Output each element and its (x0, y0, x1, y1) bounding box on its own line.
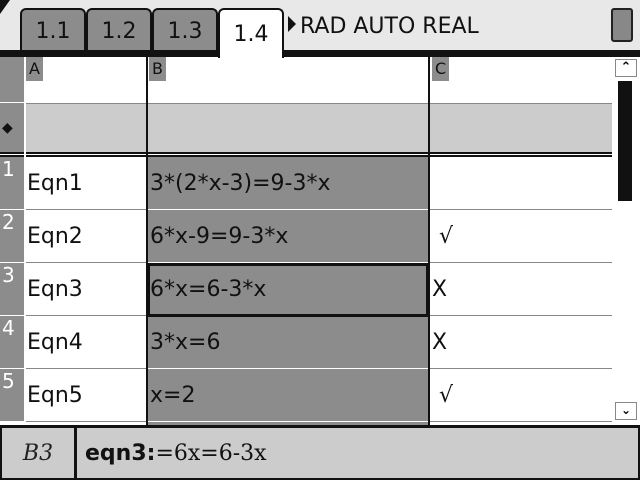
row-number[interactable]: 1 (0, 157, 24, 210)
mode-status: RAD AUTO REAL (300, 14, 479, 39)
cell-b2[interactable]: 6*x-9=9-3*x (147, 210, 429, 263)
cell-b4[interactable]: 3*x=6 (147, 316, 429, 369)
cell-a4[interactable]: Eqn4 (24, 316, 147, 369)
tab-1-3[interactable]: 1.3 (152, 8, 218, 52)
cell-a2[interactable]: Eqn2 (24, 210, 147, 263)
cell-a5[interactable]: Eqn5 (24, 369, 147, 422)
cell-c4[interactable]: X (429, 316, 612, 369)
column-header-c[interactable]: C (432, 57, 450, 81)
pointer-cursor-icon (0, 0, 10, 14)
formula-row-marker: ◆ (0, 103, 24, 153)
row-number[interactable]: 4 (0, 316, 24, 369)
cell-a1[interactable]: Eqn1 (24, 157, 147, 210)
divider (0, 50, 640, 57)
scrollbar[interactable]: ⌃ ⌄ (612, 57, 640, 425)
row-number[interactable]: 5 (0, 369, 24, 422)
row-header-corner (0, 57, 24, 103)
entry-line: B3 eqn3: =6x=6-3x (0, 425, 640, 480)
selected-cell-b3[interactable] (147, 263, 429, 317)
divider (146, 57, 148, 425)
entry-formula: =6x=6-3x (155, 440, 267, 466)
divider (24, 57, 26, 425)
tab-1-4[interactable]: 1.4 (218, 8, 284, 58)
tab-1-2[interactable]: 1.2 (86, 8, 152, 52)
row-number[interactable]: 3 (0, 263, 24, 316)
cell-c1[interactable] (429, 157, 612, 210)
row-number[interactable]: 2 (0, 210, 24, 263)
column-header-b[interactable]: B (149, 57, 166, 81)
scroll-thumb[interactable] (618, 81, 632, 201)
tab-1-1[interactable]: 1.1 (20, 8, 86, 52)
column-header-a[interactable]: A (26, 57, 43, 81)
header-divider (0, 152, 612, 157)
cell-b1[interactable]: 3*(2*x-3)=9-3*x (147, 157, 429, 210)
scroll-down-icon[interactable]: ⌄ (615, 402, 637, 420)
cell-c2[interactable]: √ (429, 210, 612, 263)
scroll-up-icon[interactable]: ⌃ (615, 59, 637, 77)
divider (428, 57, 430, 425)
formula-row[interactable] (24, 103, 612, 153)
formula-entry[interactable]: eqn3: =6x=6-3x (77, 428, 638, 478)
cell-b5[interactable]: x=2 (147, 369, 429, 422)
battery-icon (611, 8, 633, 42)
status-arrow-icon (288, 16, 296, 32)
cell-reference: B3 (2, 428, 74, 478)
cell-a3[interactable]: Eqn3 (24, 263, 147, 316)
spreadsheet: ◆ A B C 1 Eqn1 3*(2*x-3)=9-3*x 2 Eqn2 6*… (0, 57, 612, 425)
cell-c3[interactable]: X (429, 263, 612, 316)
column-b-selection (147, 157, 430, 425)
entry-name: eqn3: (85, 440, 156, 466)
cell-c5[interactable]: √ (429, 369, 612, 422)
